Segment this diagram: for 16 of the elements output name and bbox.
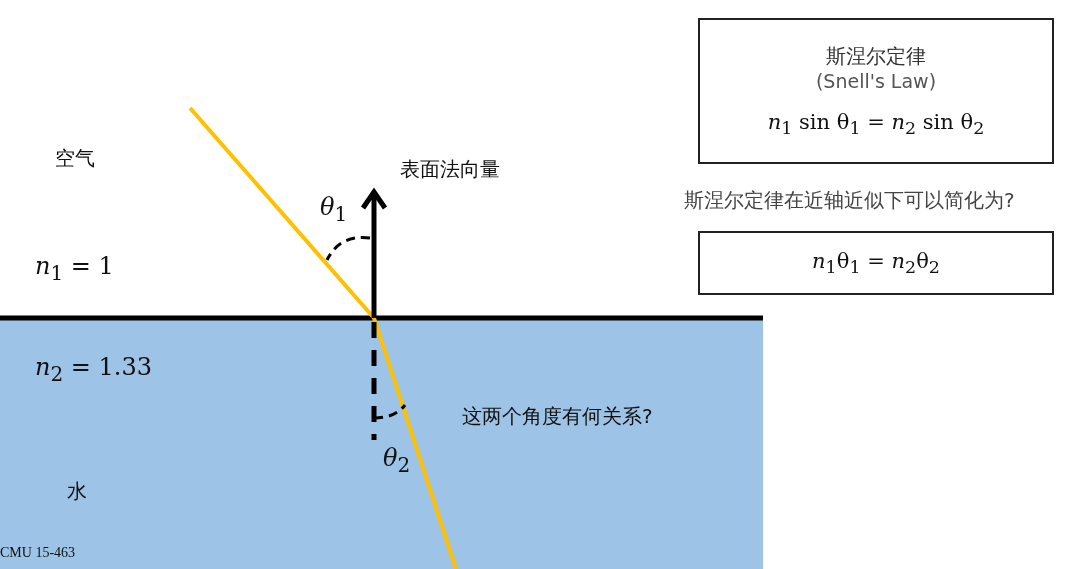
- question-text: 斯涅尔定律在近轴近似下可以简化为?: [684, 187, 1015, 214]
- region-label: 空气: [55, 145, 95, 172]
- refractive-index-label: n$_{1}$ = 1: [35, 252, 114, 285]
- heading-text: 斯涅尔定律: [826, 43, 926, 71]
- angle-label: θ$_{2}$: [383, 444, 411, 477]
- angle-label: θ$_{1}$: [320, 193, 348, 226]
- heading-text: (Snell's Law): [815, 70, 937, 93]
- formula-text: n$_{1}$θ$_{1}$ = n$_{2}$θ$_{2}$: [812, 248, 940, 278]
- course-label: CMU 15-463: [0, 545, 76, 561]
- text-box: [698, 231, 1054, 295]
- text-box: [698, 18, 1054, 164]
- formula-text: n$_{1}$ sin θ$_{1}$ = n$_{2}$ sin θ$_{2}$: [767, 110, 985, 139]
- question-text: 这两个角度有何关系?: [462, 403, 653, 430]
- vector-label: 表面法向量: [400, 156, 500, 183]
- region-label: 水: [67, 478, 87, 505]
- refractive-index-label: n$_{2}$ = 1.33: [35, 353, 152, 386]
